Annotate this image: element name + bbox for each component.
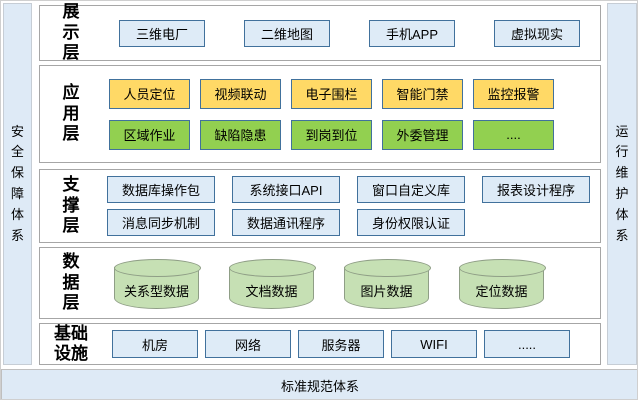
bottom-bar-standards: 标准规范体系: [1, 369, 637, 399]
data-cylinder-relational: 关系型数据: [114, 259, 201, 309]
application-box-monitoring-alarm: 监控报警: [473, 78, 554, 109]
layer-support-label: 支撑层: [62, 175, 80, 236]
application-box-smart-access-control: 智能门禁: [382, 78, 463, 109]
pillar-operation-maintenance-label: 运行维护体系: [615, 123, 629, 243]
application-box-area-operation: 区域作业: [109, 119, 190, 150]
layer-infrastructure-label: 基础设施: [54, 323, 88, 363]
application-box-outsourcing-mgmt: 外委管理: [382, 119, 463, 150]
application-box-ellipsis: ....: [473, 119, 554, 150]
pillar-operation-maintenance: 运行维护体系: [607, 3, 637, 365]
data-cylinder-image: 图片数据: [344, 259, 431, 309]
infrastructure-box-server: 服务器: [298, 330, 384, 358]
application-box-on-duty: 到岗到位: [291, 119, 372, 150]
data-cylinder-positioning: 定位数据: [459, 259, 546, 309]
application-row-1: 人员定位 视频联动 电子围栏 智能门禁 监控报警: [109, 78, 600, 109]
layer-support: 支撑层 数据库操作包 系统接口API 窗口自定义库 报表设计程序 消息同步机制 …: [39, 169, 601, 243]
presentation-box-3d-plant: 三维电厂: [119, 19, 205, 47]
presentation-box-virtual-reality: 虚拟现实: [494, 19, 580, 47]
bottom-bar-standards-label: 标准规范体系: [280, 378, 359, 394]
support-box-message-sync: 消息同步机制: [107, 209, 215, 236]
application-box-electronic-fence: 电子围栏: [291, 78, 372, 109]
presentation-box-mobile-app: 手机APP: [369, 19, 455, 47]
layer-application: 应用层 人员定位 视频联动 电子围栏 智能门禁 监控报警 区域作业 缺陷隐患 到…: [39, 65, 601, 163]
layer-infrastructure: 基础设施 机房 网络 服务器 WIFI .....: [39, 323, 601, 365]
support-box-report-designer: 报表设计程序: [482, 176, 590, 203]
presentation-box-2d-map: 二维地图: [244, 19, 330, 47]
layer-support-content: 数据库操作包 系统接口API 窗口自定义库 报表设计程序 消息同步机制 数据通讯…: [102, 170, 600, 242]
layer-data-content: 关系型数据 文档数据 图片数据 定位数据: [102, 248, 600, 318]
support-box-database-package: 数据库操作包: [107, 176, 215, 203]
support-box-identity-auth: 身份权限认证: [357, 209, 465, 236]
application-box-personnel-positioning: 人员定位: [109, 78, 190, 109]
layer-data: 数据层 关系型数据 文档数据 图片数据 定位数据: [39, 247, 601, 319]
layer-application-content: 人员定位 视频联动 电子围栏 智能门禁 监控报警 区域作业 缺陷隐患 到岗到位 …: [102, 66, 600, 162]
support-box-system-api: 系统接口API: [232, 176, 340, 203]
support-box-data-comm-program: 数据通讯程序: [232, 209, 340, 236]
data-cylinder-document: 文档数据: [229, 259, 316, 309]
infrastructure-box-machine-room: 机房: [112, 330, 198, 358]
layer-infrastructure-content: 机房 网络 服务器 WIFI .....: [102, 324, 600, 364]
layer-data-label: 数据层: [62, 252, 80, 313]
layer-presentation: 展示层 三维电厂 二维地图 手机APP 虚拟现实: [39, 2, 601, 63]
infrastructure-box-wifi: WIFI: [391, 330, 477, 358]
layer-application-label: 应用层: [62, 83, 80, 144]
layer-presentation-content: 三维电厂 二维地图 手机APP 虚拟现实: [102, 6, 600, 60]
support-box-window-custom-lib: 窗口自定义库: [357, 176, 465, 203]
pillar-security-assurance-label: 安全保障体系: [10, 123, 24, 243]
application-box-defect-hazard: 缺陷隐患: [200, 119, 281, 150]
support-row-2: 消息同步机制 数据通讯程序 身份权限认证: [107, 209, 600, 236]
application-box-video-linkage: 视频联动: [200, 78, 281, 109]
support-row-1: 数据库操作包 系统接口API 窗口自定义库 报表设计程序: [107, 176, 600, 203]
infrastructure-box-ellipsis: .....: [484, 330, 570, 358]
layer-presentation-label: 展示层: [62, 2, 80, 63]
infrastructure-box-network: 网络: [205, 330, 291, 358]
application-row-2: 区域作业 缺陷隐患 到岗到位 外委管理 ....: [109, 119, 600, 150]
pillar-security-assurance: 安全保障体系: [3, 3, 32, 365]
